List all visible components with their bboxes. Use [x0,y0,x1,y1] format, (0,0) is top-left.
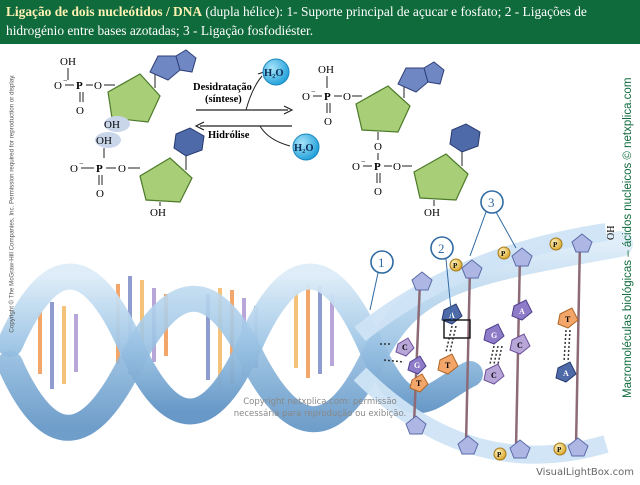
dinucleotide-product: OH O − P O O O O − P O [302,61,481,219]
phosphate-p: P [557,446,562,454]
phosphate-p: P [501,250,506,258]
minus-sign-2: − [79,159,84,168]
base-letter: A [563,369,569,378]
callout-3-circle [480,190,504,214]
bridge-o-label: O [374,141,382,153]
callout-2: 2 [438,241,445,256]
ladder-rungs [412,239,582,449]
header-title-rest: (dupla hélice): 1- Suporte principal de … [6,4,587,38]
nucleotide-bottom-left: OH O − P O O OH [70,127,205,219]
dna-double-helix: P P P P P C G T [0,223,633,464]
product-oh-label: OH [318,64,334,76]
product-purine-a [397,67,429,93]
ladder-bases: C G T A G T A T C C A [395,299,579,393]
base-letter: T [565,315,571,324]
water-bubble-top [262,58,290,86]
dehydration-label: Desidratação [193,82,252,93]
reaction-arrows: Desidratação (síntese) H₂O Hidrólise H₂O [193,58,320,161]
phosphate-p: P [453,262,458,270]
strand-end-oh: OH [606,226,617,240]
side-copyright-mcgraw: Copyright © The McGraw-Hill Companies, I… [8,74,16,333]
phosphate-circle [549,237,563,251]
callout-1: 1 [378,255,385,270]
phosphate-o-minus-label-2: O [70,163,78,175]
phosphate-circle [449,258,463,272]
minus-sign: − [63,76,68,85]
phosphorus-label: P [76,80,83,92]
product-double-o: O [324,116,332,128]
header-banner: Ligação de dois nucleótidos / DNA (dupla… [0,0,640,44]
product-minus-sign-2: − [361,157,366,166]
product-o-minus-label-2: O [352,161,360,173]
phosphate-circle [497,246,511,260]
product-ester-o-2: O [393,161,401,173]
hydrolysis-label: Hidrólise [208,130,250,141]
phosphate-circle [553,442,567,456]
dna-diagram: OH O − P O O OH OH O − P [0,49,633,464]
phosphate-circle [493,447,507,461]
nucleotide-top-left: OH O − P O O OH [54,49,197,132]
phosphate-p: P [553,241,558,249]
product-sugar-2 [413,153,469,201]
product-phosphorus: P [324,91,331,103]
copyright-line-1: Copyright netxplica.com: permissão [243,397,397,407]
product-o-minus-label: O [302,91,310,103]
pyrimidine-ring [173,127,205,157]
side-caption-netxplica: Macromoléculas biológicas – ácidos nucle… [622,77,634,398]
water-bubble-bottom [292,133,320,161]
purine-ring-b [175,49,197,73]
hydroxyl-highlight [104,116,130,132]
product-sugar-1 [355,85,411,133]
sugar-oh-label-2: OH [150,207,166,219]
watermark-visuallightbox: VisualLightBox.com [536,467,634,478]
base-letter: A [519,307,525,316]
product-double-o-2: O [374,186,382,198]
ester-o-label: O [94,80,102,92]
water-label-bottom: H₂O [294,143,313,154]
sugar-pentagon [107,73,161,123]
product-pyrimidine [449,123,481,153]
base-letter: T [416,379,422,388]
phosphate-oh-label-2: OH [96,135,112,147]
sugar-oh-label: OH [104,119,120,131]
phosphate-oh-label: OH [60,56,76,68]
double-o-label-2: O [96,188,104,200]
phosphate-oh-highlight [95,132,121,148]
hydrogen-bonds [380,325,571,365]
copyright-note: Copyright netxplica.com: permissão neces… [200,396,440,420]
phosphorus-label-2: P [96,163,103,175]
base-letter: T [445,361,451,370]
callouts: 1 2 3 [369,190,517,321]
double-o-label: O [76,105,84,117]
ladder-sugars [405,233,593,459]
phosphate-p: P [497,451,502,459]
header-title-bold: Ligação de dois nucleótidos / DNA [6,4,203,19]
phosphate-o-minus-label: O [54,80,62,92]
copyright-line-2: necessária para reprodução ou exibição. [233,409,407,419]
hbond-highlight-box [443,319,471,339]
product-phosphorus-2: P [374,161,381,173]
callout-1-circle [370,250,394,274]
ester-o-label-2: O [118,163,126,175]
base-letter: C [517,341,523,350]
product-minus-sign: − [311,87,316,96]
base-letter: G [414,361,420,370]
product-purine-b [423,61,445,85]
base-letter: C [402,343,408,352]
sugar-pentagon-2 [139,157,193,203]
diagram-stage: OH O − P O O OH OH O − P [0,44,640,480]
base-letter: C [491,371,497,380]
product-ester-o: O [343,91,351,103]
synthesis-label: (síntese) [205,94,242,105]
base-letter: G [491,331,497,340]
callout-3: 3 [488,195,495,210]
callout-2-circle [430,236,454,260]
product-sugar-oh: OH [424,207,440,219]
reaction-scheme: OH O − P O O OH OH O − P [54,49,481,219]
water-label-top: H₂O [264,68,283,79]
phosphate-groups: P P P P P [449,237,567,461]
